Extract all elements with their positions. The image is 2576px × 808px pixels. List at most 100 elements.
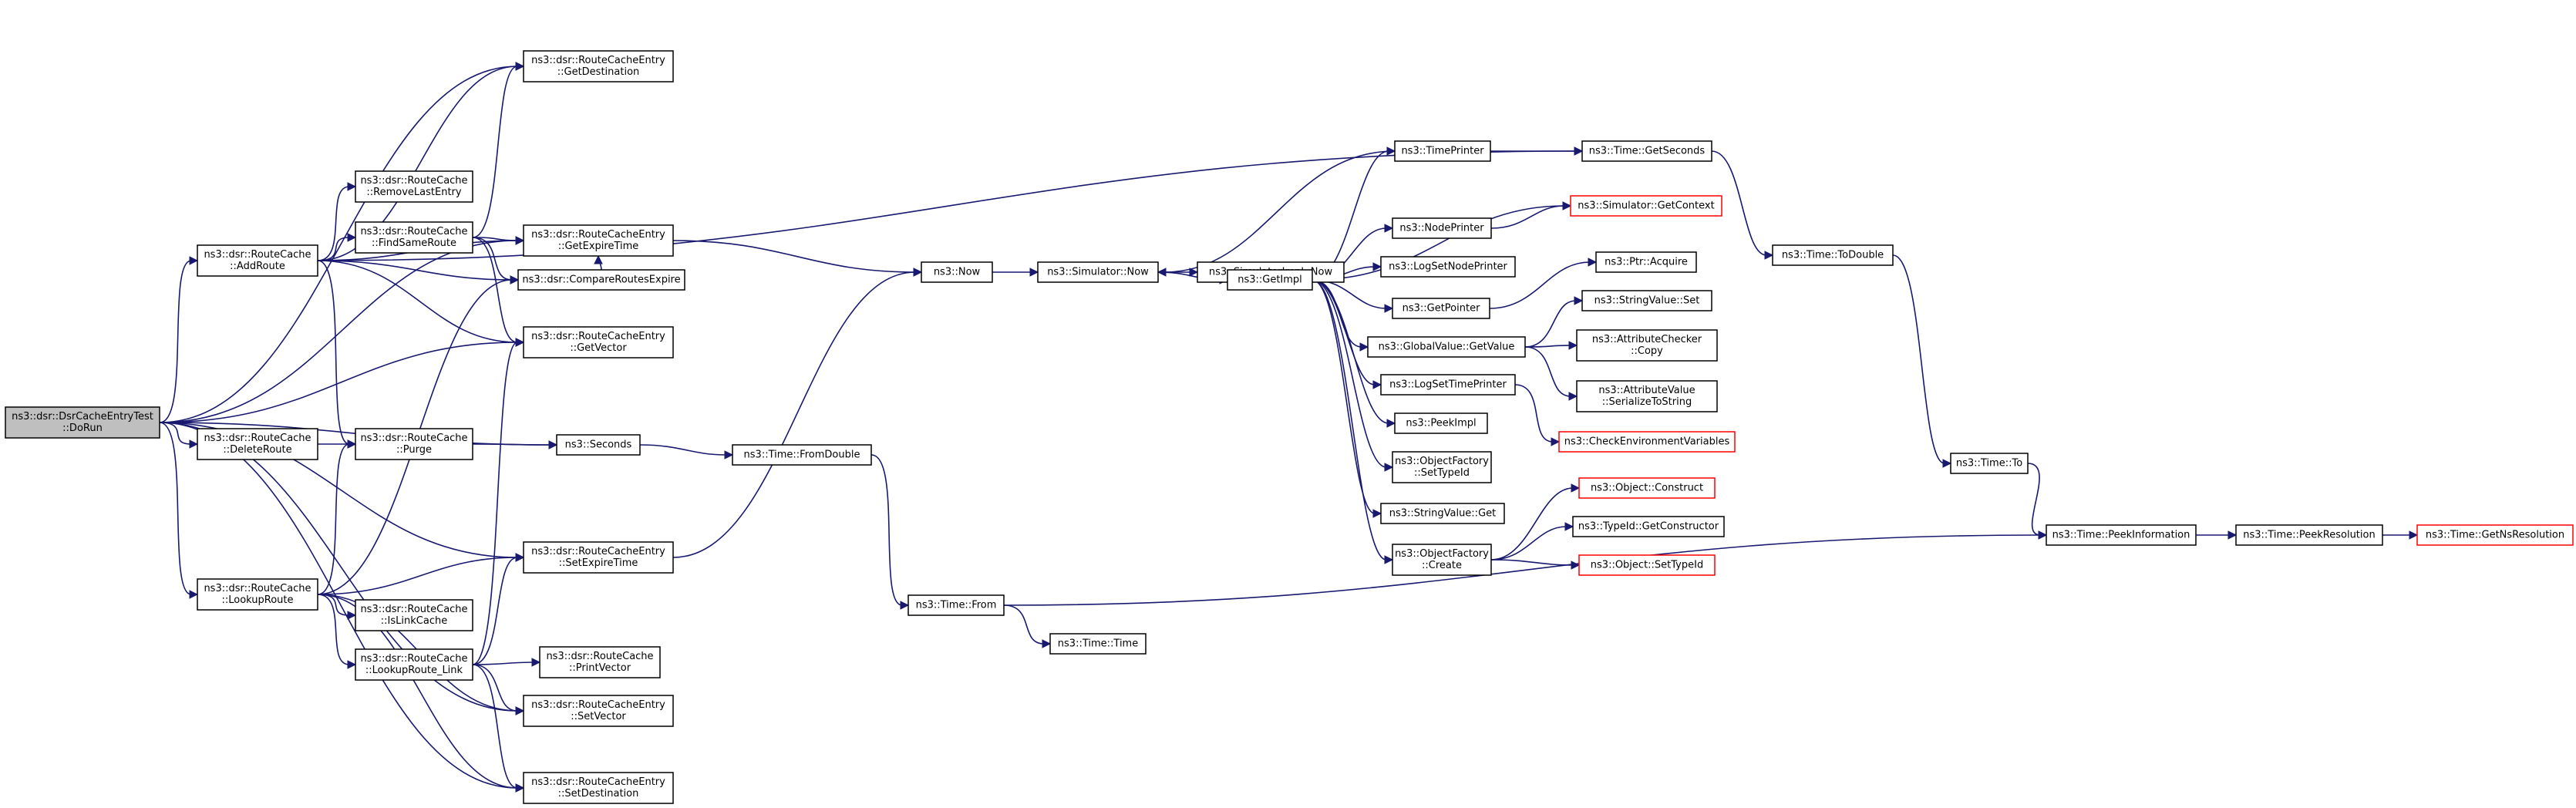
edge-purge-to-seconds (472, 440, 558, 449)
node-lookuplink[interactable]: ns3::dsr::RouteCache::LookupRoute_Link (355, 648, 473, 681)
node-setdest[interactable]: ns3::dsr::RouteCacheEntry::SetDestinatio… (523, 772, 674, 804)
node-label: ::FindSameRoute (372, 237, 456, 249)
node-avser[interactable]: ns3::AttributeValue::SerializeToString (1576, 380, 1718, 412)
node-objconstruct[interactable]: ns3::Object::Construct (1578, 477, 1716, 499)
node-timeto[interactable]: ns3::Time::To (1950, 453, 2029, 474)
edge-lookuplink-to-setdest (472, 664, 525, 793)
edge-getpointer-to-ptracquire (1489, 258, 1598, 309)
node-timeprinter[interactable]: ns3::TimePrinter (1394, 140, 1491, 162)
node-label: ns3::AttributeChecker (1592, 334, 1702, 345)
edge-lookuplink-to-getvector (472, 338, 525, 665)
node-label: ::RemoveLastEntry (366, 187, 461, 198)
edge-arrowhead (1568, 341, 1578, 350)
node-dorun[interactable]: ns3::dsr::DsrCacheEntryTest::DoRun (5, 406, 160, 439)
node-accopy[interactable]: ns3::AttributeChecker::Copy (1576, 329, 1718, 362)
edge-todouble-to-timeto (1892, 254, 1952, 468)
edge-line (159, 342, 518, 423)
edge-arrowhead (515, 553, 525, 562)
node-purge[interactable]: ns3::dsr::RouteCache::Purge (355, 428, 473, 460)
node-svget[interactable]: ns3::StringValue::Get (1380, 503, 1505, 524)
node-label: ::SetVector (571, 711, 626, 722)
edge-line (472, 443, 551, 446)
node-box (1576, 329, 1718, 362)
node-box (197, 578, 318, 611)
node-compare[interactable]: ns3::dsr::CompareRoutesExpire (517, 269, 685, 291)
node-checkenv[interactable]: ns3::CheckEnvironmentVariables (1558, 431, 1736, 453)
node-printvector[interactable]: ns3::dsr::RouteCache::PrintVector (539, 646, 661, 678)
node-addroute[interactable]: ns3::dsr::RouteCache::AddRoute (197, 244, 318, 277)
node-islink[interactable]: ns3::dsr::RouteCache::IsLinkCache (355, 599, 473, 631)
node-label: ns3::PeekImpl (1406, 418, 1476, 429)
edge-arrowhead (2409, 530, 2419, 540)
node-label: ns3::GetImpl (1237, 274, 1302, 286)
node-now[interactable]: ns3::Now (921, 261, 993, 283)
edge-arrowhead (189, 439, 199, 449)
edge-arrowhead (1562, 201, 1572, 210)
node-getimpl[interactable]: ns3::GetImpl (1227, 269, 1313, 291)
node-box (1380, 256, 1516, 278)
nodes-layer: ns3::dsr::DsrCacheEntryTest::DoRunns3::d… (5, 50, 2574, 804)
node-simgetcontext[interactable]: ns3::Simulator::GetContext (1570, 195, 1722, 217)
node-objsettypeid[interactable]: ns3::Object::SetTypeId (1578, 554, 1716, 576)
node-setexpire[interactable]: ns3::dsr::RouteCacheEntry::SetExpireTime (523, 541, 674, 574)
node-getnsres[interactable]: ns3::Time::GetNsResolution (2416, 524, 2574, 546)
edge-arrowhead (1189, 268, 1199, 277)
node-typeidgetctor[interactable]: ns3::TypeId::GetConstructor (1572, 516, 1725, 537)
edge-lookuplink-to-printvector (472, 658, 541, 667)
node-box (523, 541, 674, 574)
node-svset[interactable]: ns3::StringValue::Set (1581, 290, 1712, 311)
node-peekinfo[interactable]: ns3::Time::PeekInformation (2046, 524, 2197, 546)
node-getexpire[interactable]: ns3::dsr::RouteCacheEntry::GetExpireTime (523, 224, 674, 257)
node-peekres[interactable]: ns3::Time::PeekResolution (2235, 524, 2383, 546)
edge-from-to-peekinfo (1003, 530, 2048, 606)
node-deleteroute[interactable]: ns3::dsr::RouteCache::DeleteRoute (197, 428, 318, 460)
edge-line (1312, 205, 1565, 281)
edge-arrowhead (1574, 296, 1584, 305)
edge-line (317, 594, 350, 665)
node-removelast[interactable]: ns3::dsr::RouteCache::RemoveLastEntry (355, 170, 473, 203)
edge-line (317, 443, 350, 595)
node-lookuproute[interactable]: ns3::dsr::RouteCache::LookupRoute (197, 578, 318, 611)
node-box (1950, 453, 2029, 474)
node-fromdouble[interactable]: ns3::Time::FromDouble (732, 444, 872, 466)
node-logsetnode[interactable]: ns3::LogSetNodePrinter (1380, 256, 1516, 278)
edge-line (317, 150, 1577, 261)
edge-line (1312, 279, 1389, 424)
node-label: ns3::dsr::RouteCache (204, 583, 311, 594)
edge-dorun-to-getvector (159, 338, 525, 423)
node-getdest[interactable]: ns3::dsr::RouteCacheEntry::GetDestinatio… (523, 50, 674, 82)
node-label: ns3::TimePrinter (1401, 146, 1484, 157)
node-findsame[interactable]: ns3::dsr::RouteCache::FindSameRoute (355, 221, 473, 254)
node-label: ns3::dsr::RouteCacheEntry (531, 229, 665, 241)
edge-arrowhead (189, 590, 199, 599)
node-logsettime[interactable]: ns3::LogSetTimePrinter (1380, 374, 1516, 396)
node-getseconds[interactable]: ns3::Time::GetSeconds (1581, 140, 1712, 162)
node-setvector[interactable]: ns3::dsr::RouteCacheEntry::SetVector (523, 695, 674, 727)
node-getpointer[interactable]: ns3::GetPointer (1392, 298, 1490, 319)
edge-dorun-to-lookuproute (159, 422, 199, 599)
node-ofcreate[interactable]: ns3::ObjectFactory::Create (1392, 544, 1492, 576)
node-from[interactable]: ns3::Time::From (907, 594, 1005, 616)
node-simnow[interactable]: ns3::Simulator::Now (1037, 261, 1159, 283)
node-timetime[interactable]: ns3::Time::Time (1049, 633, 1147, 655)
edge-line (317, 186, 350, 261)
node-seconds[interactable]: ns3::Seconds (556, 434, 641, 456)
node-todouble[interactable]: ns3::Time::ToDouble (1772, 244, 1894, 266)
node-box (1049, 633, 1147, 655)
node-label: ns3::dsr::RouteCache (360, 226, 467, 237)
node-label: ns3::dsr::RouteCache (360, 175, 467, 187)
node-ptracquire[interactable]: ns3::Ptr::Acquire (1595, 251, 1697, 273)
edge-line (1312, 279, 1387, 468)
node-getvector[interactable]: ns3::dsr::RouteCacheEntry::GetVector (523, 326, 674, 359)
edge-arrowhead (1764, 251, 1774, 260)
node-gvgetvalue[interactable]: ns3::GlobalValue::GetValue (1367, 336, 1526, 358)
node-nodeprinter[interactable]: ns3::NodePrinter (1392, 217, 1492, 239)
node-box (1392, 298, 1490, 319)
node-ofsettypeid[interactable]: ns3::ObjectFactory::SetTypeId (1392, 451, 1492, 483)
edge-nodeprinter-to-simgetcontext (1490, 201, 1572, 229)
node-box (517, 269, 685, 291)
edge-line (317, 237, 350, 261)
node-peekimpl[interactable]: ns3::PeekImpl (1394, 412, 1488, 434)
edge-line (1003, 604, 1045, 645)
edge-line (1711, 150, 1767, 256)
